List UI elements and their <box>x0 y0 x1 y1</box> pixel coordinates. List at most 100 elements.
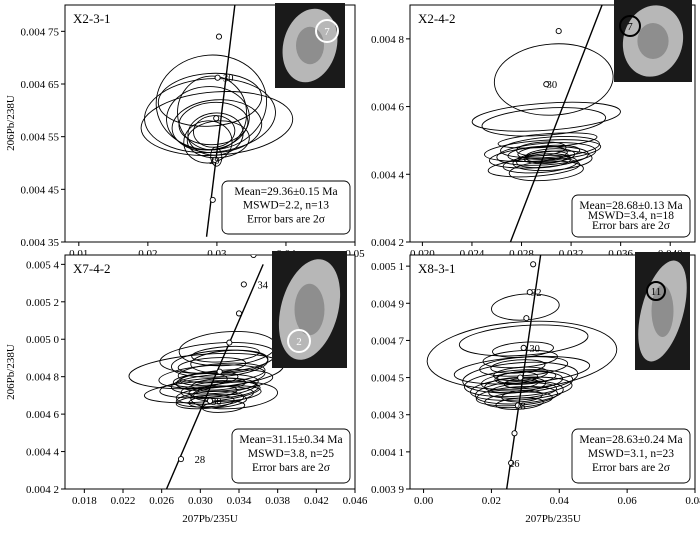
error-ellipse <box>516 153 572 169</box>
y-tick-label: 0.004 55 <box>21 132 60 144</box>
concordia-age-label: 28 <box>515 401 526 412</box>
y-tick-label: 0.004 4 <box>26 447 60 459</box>
x-tick-label: 0.038 <box>265 495 290 507</box>
error-ellipse <box>157 72 263 127</box>
stats-line: Mean=28.63±0.24 Ma <box>579 434 682 446</box>
error-ellipse <box>500 136 600 159</box>
concordia-age-label: 29 <box>209 156 220 167</box>
concordia-age-label: 26 <box>509 459 520 470</box>
analysis-spot-circle <box>646 281 666 301</box>
analysis-spot-circle <box>315 19 339 43</box>
error-ellipse <box>178 101 249 146</box>
error-ellipse <box>492 341 554 358</box>
y-tick-label: 0.004 65 <box>21 79 60 91</box>
y-tick-label: 0.004 5 <box>371 373 405 385</box>
error-ellipse <box>188 393 248 409</box>
zircon-core <box>651 285 674 337</box>
concordia-age-marker <box>206 397 214 404</box>
panel-label: X2-3-1 <box>73 11 111 26</box>
error-ellipse <box>481 107 607 137</box>
concordia-age-marker <box>526 289 533 296</box>
analysis-spot-label: 7 <box>324 26 330 38</box>
stats-line: Mean=28.68±0.13 Ma <box>579 200 682 212</box>
concordia-age-label: 30 <box>223 74 234 85</box>
cl-image: 7 <box>614 0 692 82</box>
error-ellipse <box>175 386 254 405</box>
error-ellipse <box>201 400 246 413</box>
error-ellipse <box>183 120 233 164</box>
concordia-age-marker <box>555 28 562 35</box>
concordia-age-label: 30 <box>211 397 222 408</box>
concordia-curve <box>165 264 264 489</box>
concordia-age-marker <box>213 115 220 122</box>
error-ellipse <box>172 373 228 388</box>
concordia-age-marker <box>216 368 223 375</box>
error-ellipse <box>496 371 538 384</box>
stats-box <box>221 180 351 235</box>
error-ellipse <box>190 381 279 410</box>
x-tick-label: 0.042 <box>304 495 329 507</box>
y-tick-label: 0.004 8 <box>26 372 60 384</box>
error-ellipse <box>426 320 618 390</box>
concordia-age-marker <box>177 455 185 463</box>
y-tick-label: 0.004 7 <box>371 335 405 347</box>
x-tick-label: 0.08 <box>685 495 700 507</box>
analysis-spot-label: 2 <box>296 336 302 348</box>
x-tick-label: 0.018 <box>72 495 97 507</box>
error-ellipse <box>188 385 238 398</box>
concordia-age-label: 30 <box>547 80 558 91</box>
y-tick-label: 0.004 4 <box>371 169 405 181</box>
error-ellipse <box>471 101 621 132</box>
concordia-age-label: 28 <box>195 455 206 466</box>
zircon-core <box>637 22 669 60</box>
error-ellipse <box>490 359 546 374</box>
y-axis-title: 206Pb/238U <box>5 95 17 151</box>
error-ellipse <box>496 142 597 166</box>
zircon-core <box>296 26 324 65</box>
y-tick-label: 0.005 1 <box>371 261 404 273</box>
concordia-age-marker <box>226 339 233 346</box>
panel-label: X7-4-2 <box>73 261 111 276</box>
error-ellipse <box>497 132 598 149</box>
concordia-age-label: 34 <box>258 280 269 291</box>
error-ellipse <box>180 380 259 400</box>
concordia-curve <box>506 255 542 489</box>
x-tick-label: 0.00 <box>414 495 434 507</box>
y-tick-label: 0.004 1 <box>371 447 404 459</box>
error-ellipse <box>508 160 584 182</box>
y-tick-label: 0.004 45 <box>21 184 60 196</box>
error-ellipse <box>177 75 248 151</box>
x-tick-label: 0.030 <box>188 495 213 507</box>
error-ellipse <box>171 99 263 154</box>
panel-label: X2-4-2 <box>418 11 456 26</box>
analysis-spot-label: 11 <box>651 286 662 298</box>
concordia-age-marker <box>520 344 527 351</box>
concordia-age-marker <box>214 74 221 81</box>
concordia-age-marker <box>209 196 216 203</box>
concordia-age-marker <box>514 402 521 409</box>
error-ellipse <box>516 141 567 157</box>
y-tick-label: 0.004 2 <box>371 237 404 249</box>
stats-line: MSWD=2.2, n=13 <box>243 200 329 212</box>
x-tick-label: 0.026 <box>149 495 174 507</box>
y-tick-label: 0.004 3 <box>371 410 405 422</box>
y-tick-label: 0.004 2 <box>26 484 59 496</box>
y-tick-label: 0.005 2 <box>26 297 59 309</box>
y-tick-label: 0.004 35 <box>21 237 60 249</box>
cl-image: 2 <box>272 251 347 368</box>
x-tick-label: 0.06 <box>618 495 638 507</box>
error-ellipse <box>170 373 259 395</box>
concordia-curve <box>509 5 603 242</box>
x-tick-label: 0.034 <box>227 495 252 507</box>
error-ellipse <box>210 146 223 167</box>
concordia-age-marker <box>211 156 218 163</box>
error-ellipse <box>191 345 260 363</box>
concordia-age-marker <box>543 81 550 88</box>
x-tick-label: 0.04 <box>550 495 570 507</box>
stats-line: MSWD=3.1, n=23 <box>588 448 674 460</box>
concordia-age-marker <box>530 261 537 268</box>
plot-content: 30 <box>471 5 621 242</box>
